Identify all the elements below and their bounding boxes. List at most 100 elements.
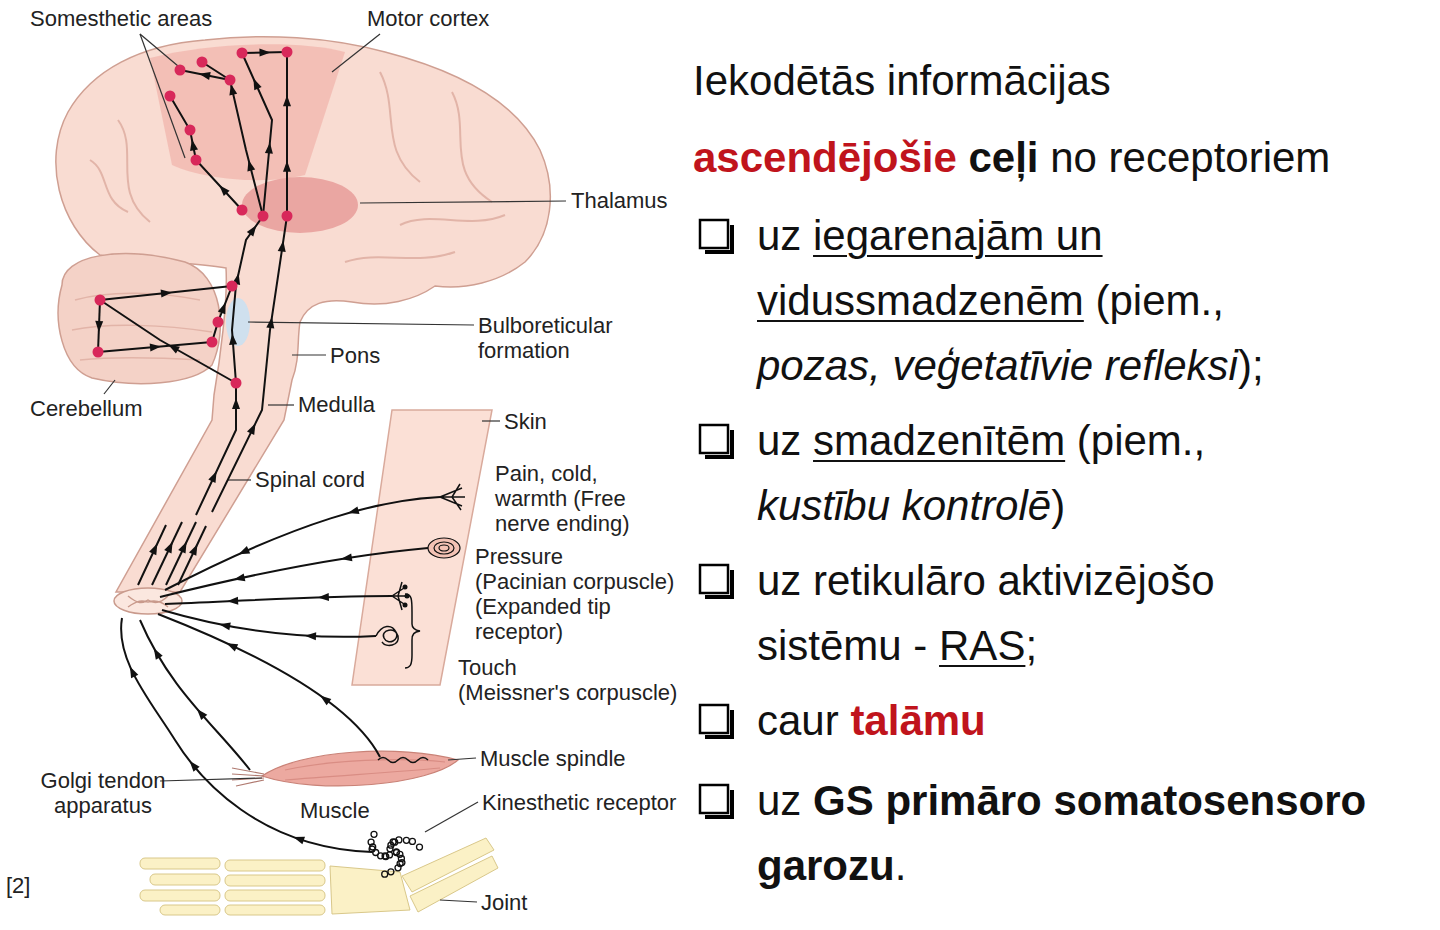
receptor-coil: [397, 861, 403, 867]
bullet-boxes: [700, 425, 728, 453]
part-label: Motor cortex: [367, 6, 489, 31]
skin: [439, 545, 449, 551]
leader-lines: [140, 34, 185, 158]
part-label: Kinesthetic receptor: [482, 790, 676, 815]
neuron-dots: [237, 205, 248, 216]
skin: [428, 538, 460, 558]
nerve-pathways: [162, 610, 376, 637]
muscle: [232, 768, 264, 786]
arrowhead: [219, 623, 231, 631]
part-label: Somesthetic areas: [30, 6, 212, 31]
arrowhead: [199, 72, 211, 80]
hand-bones: [140, 858, 220, 869]
muscle: [285, 760, 445, 780]
nerve-pathways: [170, 96, 242, 210]
receptor-coil: [417, 844, 423, 850]
slide-text-block: uz iegarenajām un vidussmadzenēm (piem.,…: [757, 203, 1397, 398]
arrowhead: [247, 225, 257, 236]
arrowhead: [197, 709, 207, 720]
nerve-pathways: [286, 52, 288, 216]
arrowhead: [247, 160, 255, 172]
part-label: Touch: [458, 655, 517, 680]
arrowhead: [227, 597, 238, 605]
brain: [114, 588, 182, 614]
hand-bones: [140, 890, 220, 901]
nerve-pathways: [152, 522, 182, 585]
part-label: Muscle spindle: [480, 746, 626, 771]
nerve-pathways: [158, 614, 380, 757]
leader-lines: [160, 778, 262, 781]
hand-bones: [225, 860, 325, 871]
part-label: Golgi tendon apparatus: [28, 768, 178, 818]
bullet-boxes: [700, 705, 728, 733]
brain: [56, 37, 550, 614]
part-label: Pain, cold, warmth (Free nerve ending): [495, 461, 665, 536]
slide-text: GS primāro somatosensoro garozu: [757, 777, 1366, 889]
leader-lines: [268, 404, 294, 405]
arrowheads: [95, 49, 359, 845]
slide-text: ): [1051, 482, 1065, 529]
slide-text: RAS: [939, 622, 1025, 669]
receptor-coil: [392, 839, 398, 845]
nerve-pathways: [98, 52, 440, 852]
skin: [352, 410, 492, 685]
nerve-pathways: [242, 53, 272, 216]
bullet-boxes: [705, 225, 732, 252]
skin: [403, 585, 408, 590]
arrowhead: [234, 573, 246, 581]
neuron-dots: [282, 47, 293, 58]
part-label: Medulla: [298, 392, 375, 417]
hand-bones: [150, 874, 220, 885]
bullet-boxes: [705, 570, 732, 597]
muscle: [232, 751, 458, 786]
part-label: Joint: [481, 890, 527, 915]
nerve-pathways: [232, 216, 263, 383]
leader-lines: [440, 900, 477, 902]
reference-number: [2]: [6, 873, 30, 898]
nerve-pathways: [212, 286, 232, 342]
slide-text: uz: [757, 212, 801, 259]
neuron-dots: [191, 155, 202, 166]
slide-text: (piem.,: [1095, 277, 1223, 324]
arrowhead: [278, 241, 286, 252]
slide-text-block: Iekodētās informācijas: [693, 48, 1433, 113]
arrowhead: [348, 506, 360, 514]
arrowhead: [208, 471, 216, 483]
slide-text: no receptoriem: [1050, 134, 1330, 181]
bullet-boxes: [705, 790, 732, 817]
neuron-dots: [185, 125, 196, 136]
leader-lines: [425, 802, 478, 832]
hand-bones: [225, 905, 325, 915]
brain: [128, 596, 168, 607]
kinesthetic-receptor: [368, 831, 422, 877]
receptor-coil: [371, 831, 377, 837]
brain: [90, 160, 128, 212]
nerve-pathways: [180, 70, 230, 80]
nerve-pathways: [100, 286, 232, 300]
part-label: Pressure: [475, 544, 563, 569]
slide-text: pozas, veģetatīvie refleksi: [757, 342, 1238, 389]
slide-text-block: caur talāmu: [757, 688, 1397, 753]
muscle: [378, 758, 428, 763]
arrowhead: [266, 317, 274, 329]
hand-bones: [160, 905, 220, 915]
arrowhead: [293, 837, 305, 845]
neuron-dots: [237, 48, 248, 59]
brain: [345, 252, 455, 262]
arrowhead: [150, 344, 161, 352]
neuron-dots: [258, 211, 269, 222]
arrowhead: [265, 142, 273, 153]
brain: [58, 254, 220, 384]
brain: [380, 72, 420, 182]
receptor-coil: [403, 837, 409, 843]
nerve-pathways: [160, 548, 428, 597]
skin: [440, 484, 465, 510]
leader-lines: [228, 479, 251, 480]
slide-text: .: [895, 842, 907, 889]
arrowhead: [232, 398, 240, 409]
arrowhead: [189, 544, 197, 556]
neuron-dots: [197, 57, 208, 68]
slide-text: );: [1238, 342, 1264, 389]
arrowhead: [259, 49, 270, 57]
